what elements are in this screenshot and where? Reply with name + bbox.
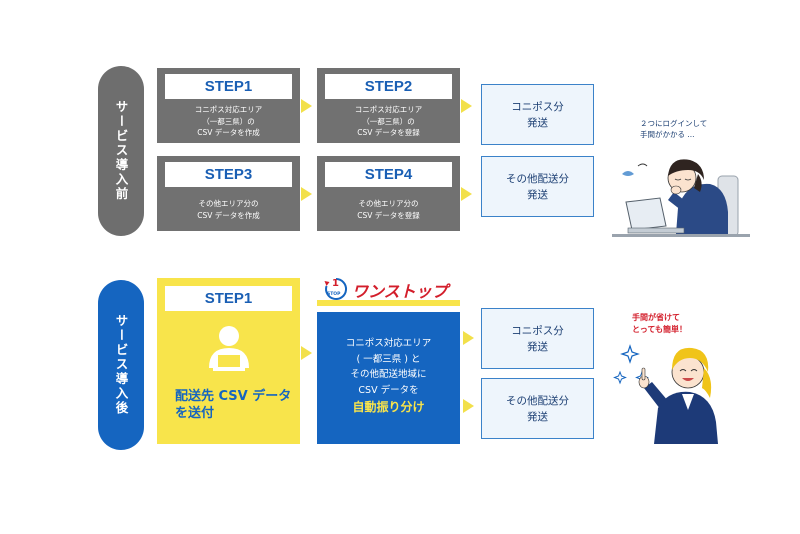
one-stop-highlight: 自動振り分け [352, 400, 425, 414]
one-stop-line: その他配送地域に [350, 369, 427, 380]
output-line: 発送 [527, 340, 548, 353]
happy-worker-illustration [613, 344, 718, 444]
before-step3-box: STEP3 その他エリア分の CSV データを作成 [157, 156, 300, 231]
arrow-right-icon [461, 99, 472, 113]
before-step1-line: コニポス対応エリア [194, 105, 263, 114]
before-step2-line: CSV データを登録 [357, 128, 420, 137]
before-step1-box: STEP1 コニポス対応エリア （一都三県）の CSV データを作成 [157, 68, 300, 143]
one-stop-underline [317, 300, 460, 306]
output-line: その他配送分 [506, 172, 569, 185]
user-computer-icon [209, 326, 249, 371]
before-step3-line: その他エリア分の [198, 199, 259, 208]
note-line: とっても簡単！ [632, 325, 687, 334]
before-step4-box: STEP4 その他エリア分の CSV データを登録 [317, 156, 460, 231]
output-line: コニポス分 [511, 100, 564, 113]
one-stop-badge-icon [324, 277, 348, 300]
before-section-label: サービス導入前 [98, 66, 144, 236]
one-stop-line: コニポス対応エリア [345, 338, 432, 349]
before-step4-title: STEP4 [325, 162, 452, 187]
before-step2-title: STEP2 [325, 74, 452, 99]
before-step3-desc: その他エリア分の CSV データを作成 [157, 198, 300, 221]
arrow-right-icon [301, 346, 312, 360]
arrow-right-icon [301, 99, 312, 113]
after-step1-title: STEP1 [165, 286, 292, 311]
arrow-right-icon [461, 187, 472, 201]
one-stop-title: ワンストップ [352, 282, 448, 301]
after-output-conipos: コニポス分 発送 [481, 308, 594, 369]
one-stop-line: ( 一都三県 ) と [356, 353, 421, 365]
after-label-text: サービス導入後 [113, 314, 129, 416]
output-line: コニポス分 [511, 324, 564, 337]
one-stop-badge-number: 1 [332, 278, 339, 289]
output-line: 発送 [527, 188, 548, 201]
note-line: 手間がかかる ... [640, 130, 695, 139]
one-stop-box: コニポス対応エリア ( 一都三県 ) と その他配送地域に CSV データを 自… [317, 312, 460, 444]
note-line: ２つにログインして [640, 119, 708, 128]
after-step1-line: を送付 [175, 406, 215, 421]
before-step4-desc: その他エリア分の CSV データを登録 [317, 198, 460, 221]
output-line: その他配送分 [506, 394, 569, 407]
troubled-worker-illustration [612, 159, 750, 237]
arrow-right-icon [463, 331, 474, 345]
before-step2-desc: コニポス対応エリア （一都三県）の CSV データを登録 [317, 104, 460, 139]
after-section-label: サービス導入後 [98, 280, 144, 450]
before-output-conipos: コニポス分 発送 [481, 84, 594, 145]
before-step4-line: CSV データを登録 [357, 210, 420, 220]
after-note: 手間が省けて とっても簡単！ [632, 312, 687, 336]
before-step1-line: CSV データを作成 [197, 128, 260, 137]
after-output-other: その他配送分 発送 [481, 378, 594, 439]
before-step2-line: （一都三県）の [362, 116, 415, 126]
after-step1-box: STEP1 配送先 CSV データ を送付 [157, 278, 300, 444]
one-stop-badge-word: STOP [327, 292, 341, 297]
before-step4-line: その他エリア分の [358, 199, 419, 208]
output-line: 発送 [527, 410, 548, 423]
before-step2-line: コニポス対応エリア [354, 105, 423, 114]
arrow-right-icon [301, 187, 312, 201]
before-label-text: サービス導入前 [113, 100, 129, 202]
before-step1-title: STEP1 [165, 74, 292, 99]
before-step2-box: STEP2 コニポス対応エリア （一都三県）の CSV データを登録 [317, 68, 460, 143]
note-line: 手間が省けて [632, 313, 680, 322]
arrow-right-icon [463, 399, 474, 413]
after-step1-text: 配送先 CSV データ を送付 [175, 388, 291, 422]
after-step1-line: 配送先 CSV データ [175, 389, 292, 404]
one-stop-line: CSV データを [358, 384, 419, 396]
before-step3-line: CSV データを作成 [197, 210, 260, 220]
output-line: 発送 [527, 116, 548, 129]
before-step3-title: STEP3 [165, 162, 292, 187]
before-step1-line: （一都三県）の [202, 116, 255, 126]
before-note: ２つにログインして 手間がかかる ... [640, 118, 707, 140]
before-step1-desc: コニポス対応エリア （一都三県）の CSV データを作成 [157, 104, 300, 139]
before-output-other: その他配送分 発送 [481, 156, 594, 217]
